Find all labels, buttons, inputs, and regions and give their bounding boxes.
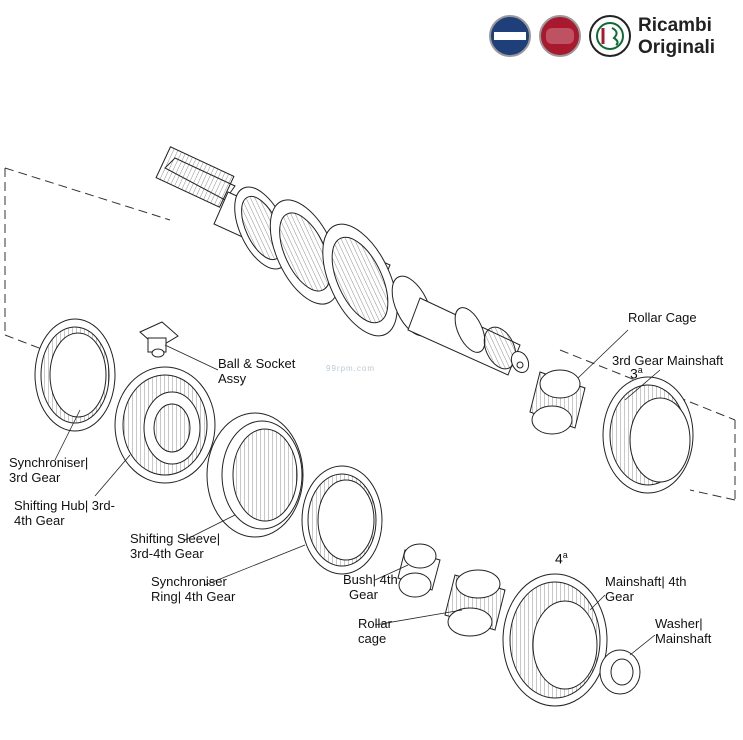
ball-socket-part [139,321,179,358]
fourth-gear-part [502,573,608,707]
label-roller-cage-top-text: Rollar Cage [628,310,697,325]
label-roller-cage-top: Rollar Cage [628,310,697,325]
label-shifting-hub-line-2: 4th Gear [14,513,65,528]
label-third-gear-mainshaft-text: 3rd Gear Mainshaft [612,353,724,368]
label-washer-line-1: Washer| [655,616,703,631]
label-synchroniser-3rd-line-2: 3rd Gear [9,470,61,485]
third-gear-mark-num: 3 [630,365,638,382]
shifting-sleeve-part [206,412,304,538]
leader-lines [54,329,661,656]
label-bush-line-1: Bush| 4th [343,572,398,587]
label-bush-line-2: Gear [349,587,378,602]
label-mainshaft-4th: Mainshaft| 4th Gear [605,574,686,604]
alfa-romeo-logo [589,15,631,57]
label-mainshaft-4th-line-1: Mainshaft| 4th [605,574,687,589]
fiat-logo [539,15,581,57]
label-shifting-sleeve: Shifting Sleeve| 3rd-4th Gear [130,531,220,561]
third-gear-mark: 3a [630,365,643,382]
fourth-gear-mark-sup: a [562,550,568,560]
third-gear-part [602,376,694,494]
synchroniser-ring-4th-part [301,465,383,575]
label-third-gear-mainshaft: 3rd Gear Mainshaft [612,353,723,368]
shifting-hub-part [114,366,216,484]
label-synchroniser-3rd: Synchroniser| 3rd Gear [9,455,88,485]
label-synchroniser-ring-line-1: Synchroniser [151,574,227,589]
watermark: 99rpm.com [326,364,376,373]
brand-line-2: Originali [638,37,716,58]
label-shifting-sleeve-line-2: 3rd-4th Gear [130,546,204,561]
label-roller-cage-bottom-line-1: Rollar [358,616,392,631]
roller-cage-bottom-part [444,569,506,637]
label-shifting-hub-line-1: Shifting Hub| 3rd- [14,498,115,513]
label-bush: Bush| 4th Gear [343,572,398,602]
third-gear-mark-sup: a [637,365,643,375]
label-washer: Washer| Mainshaft [655,616,711,646]
synchroniser-3rd-part [34,318,116,432]
label-ball-socket-line-1: Ball & Socket [218,356,296,371]
label-shifting-sleeve-line-1: Shifting Sleeve| [130,531,221,546]
bush-part [397,543,441,598]
label-shifting-hub: Shifting Hub| 3rd- 4th Gear [14,498,115,528]
label-washer-line-2: Mainshaft [655,631,712,646]
label-roller-cage-bottom: Rollar cage [358,616,392,646]
roller-cage-top-part [529,369,586,435]
label-synchroniser-ring-line-2: Ring| 4th Gear [151,589,236,604]
brand-title: Ricambi Originali [638,15,715,59]
fourth-gear-mark: 4a [555,550,568,567]
label-roller-cage-bottom-line-2: cage [358,631,387,646]
label-ball-socket: Ball & Socket Assy [218,356,295,386]
label-mainshaft-4th-line-2: Gear [605,589,634,604]
label-synchroniser-3rd-line-1: Synchroniser| [9,455,89,470]
washer-part [599,649,641,695]
label-synchroniser-ring: Synchroniser Ring| 4th Gear [151,574,235,604]
mainshaft [155,146,530,376]
fourth-gear-mark-num: 4 [555,550,563,567]
lancia-logo [489,15,531,57]
label-ball-socket-line-2: Assy [218,371,247,386]
brand-line-1: Ricambi [638,15,712,36]
